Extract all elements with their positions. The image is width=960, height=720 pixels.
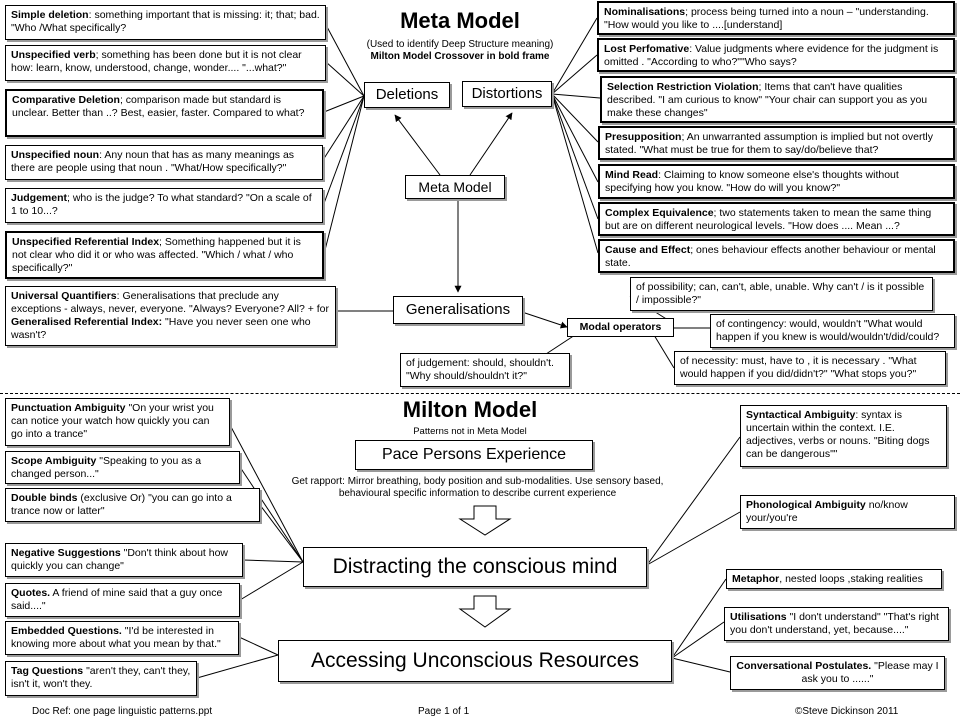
line-mil-l4	[242, 559, 304, 563]
line-del-2	[325, 61, 365, 97]
node-pace-persons-experience: Pace Persons Experience	[355, 440, 593, 470]
distortion-complex-equivalence: Complex Equivalence; two statements take…	[598, 202, 955, 236]
line-mil-r4	[671, 621, 725, 659]
milton-utilisations: Utilisations "I don't understand" "That'…	[724, 607, 949, 641]
down-arrow-1	[458, 505, 512, 536]
line-mil-l6	[238, 636, 279, 656]
line-mil-r2	[646, 511, 741, 566]
milton-model-title: Milton Model	[402, 397, 538, 422]
universal-quantifiers: Universal Quantifiers: Generalisations t…	[5, 286, 336, 346]
modal-necessity: of necessity: must, have to , it is nece…	[674, 351, 946, 385]
milton-metaphor: Metaphor, nested loops ,staking realitie…	[726, 569, 942, 589]
down-arrow-2	[458, 595, 512, 628]
deletion-unspecified-verb: Unspecified verb; something has been don…	[5, 45, 326, 81]
line-del-5	[322, 95, 365, 207]
footer-doc-ref: Doc Ref: one page linguistic patterns.pp…	[32, 706, 213, 717]
modal-contingency: of contingency: would, wouldn't "What wo…	[710, 314, 955, 348]
line-mil-l5	[239, 561, 304, 601]
node-modal-operators: Modal operators	[567, 318, 674, 337]
section-divider	[0, 393, 960, 394]
deletion-comparative: Comparative Deletion; comparison made bu…	[5, 89, 324, 137]
milton-syntactical-ambiguity: Syntactical Ambiguity: syntax is uncerta…	[740, 405, 947, 467]
milton-quotes: Quotes. A friend of mine said that a guy…	[5, 583, 240, 617]
milton-tag-questions: Tag Questions "aren't they, can't they, …	[5, 661, 197, 696]
footer-page-number: Page 1 of 1	[418, 706, 470, 717]
milton-negative-suggestions: Negative Suggestions "Don't think about …	[5, 543, 243, 577]
meta-model-crossover-note: Milton Model Crossover in bold frame	[370, 51, 550, 62]
deletion-judgement: Judgement; who is the judge? To what sta…	[5, 188, 323, 223]
arrow-mm-deletions	[394, 114, 441, 176]
distortion-selection-restriction: Selection Restriction Violation; Items t…	[600, 76, 955, 123]
deletion-unspecified-referential-index: Unspecified Referential Index; Something…	[5, 231, 324, 279]
line-dis-7	[551, 93, 599, 254]
line-del-6	[323, 95, 365, 255]
milton-phonological-ambiguity: Phonological Ambiguity no/know your/you'…	[740, 495, 955, 529]
line-mil-l3	[259, 504, 304, 563]
meta-model-title: Meta Model	[400, 8, 520, 33]
line-dis-5	[551, 93, 599, 183]
line-del-4	[322, 95, 365, 161]
distortion-lost-performative: Lost Perfomative: Value judgments where …	[597, 38, 955, 72]
line-dis-4	[551, 93, 599, 143]
distortion-nominalisations: Nominalisations; process being turned in…	[597, 1, 955, 35]
line-mil-l7	[196, 654, 279, 679]
rapport-text: Get rapport: Mirror breathing, body posi…	[291, 476, 664, 499]
milton-conversational-postulates: Conversational Postulates. "Please may I…	[730, 656, 945, 690]
line-mil-r1	[646, 436, 741, 566]
arrow-mm-distortions	[469, 112, 513, 176]
milton-embedded-questions: Embedded Questions. "I'd be interested i…	[5, 621, 239, 655]
node-accessing-unconscious-resources: Accessing Unconscious Resources	[278, 640, 672, 682]
line-dis-6	[551, 93, 599, 220]
line-mil-r3	[671, 578, 727, 659]
line-mil-r5	[671, 657, 731, 673]
deletion-unspecified-noun: Unspecified noun: Any noun that has as m…	[5, 145, 323, 180]
modal-possibility: of possibility; can, can't, able, unable…	[630, 277, 933, 311]
distortion-cause-and-effect: Cause and Effect; ones behaviour effects…	[598, 239, 955, 273]
node-deletions: Deletions	[364, 82, 450, 108]
distortion-mind-read: Mind Read: Claiming to know someone else…	[598, 164, 955, 199]
node-generalisations: Generalisations	[393, 296, 523, 324]
modal-judgement: of judgement: should, shouldn't. "Why sh…	[400, 353, 570, 387]
deletion-simple: Simple deletion: something important tha…	[5, 5, 326, 40]
line-dis-3	[551, 93, 601, 99]
meta-model-subtitle: (Used to identify Deep Structure meaning…	[366, 39, 554, 50]
milton-model-subtitle: Patterns not in Meta Model	[413, 426, 527, 437]
milton-scope-ambiguity: Scope Ambiguity "Speaking to you as a ch…	[5, 451, 240, 484]
arrow-gen-modal	[521, 311, 568, 329]
distortion-presupposition: Presupposition; An unwarranted assumptio…	[598, 126, 955, 160]
line-del-3	[323, 95, 365, 113]
line-modal-necessity	[653, 334, 675, 369]
milton-punctuation-ambiguity: Punctuation Ambiguity "On your wrist you…	[5, 398, 230, 446]
footer-copyright: ©Steve Dickinson 2011	[795, 706, 899, 717]
milton-double-binds: Double binds (exclusive Or) "you can go …	[5, 488, 260, 522]
node-distracting-conscious-mind: Distracting the conscious mind	[303, 547, 647, 587]
node-distortions: Distortions	[462, 81, 552, 107]
node-meta-model: Meta Model	[405, 175, 505, 199]
